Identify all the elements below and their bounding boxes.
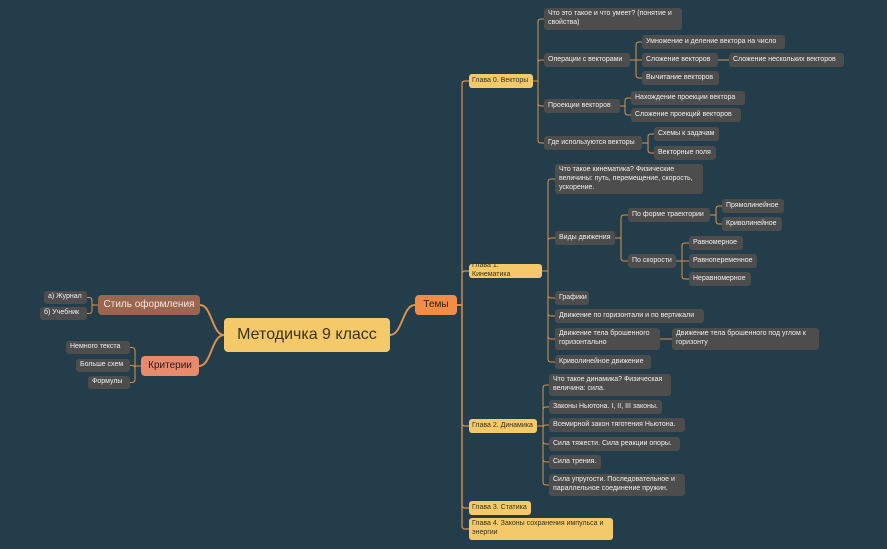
connector (642, 133, 654, 144)
kinematics-nonuniform[interactable]: Неравномерное (689, 272, 751, 286)
dynamics-item-2[interactable]: Всемирной закон тяготения Ньютона. (549, 418, 685, 432)
kinematics-thrown-angle[interactable]: Движение тела брошенного под углом к гор… (672, 328, 819, 350)
connector (130, 347, 141, 367)
connector (537, 406, 549, 427)
vectors-op-subtract[interactable]: Вычитание векторов (642, 71, 719, 85)
criteria-item-text[interactable]: Немного текста (66, 341, 130, 354)
kinematics-curved[interactable]: Криволинейное (722, 217, 782, 231)
vectors-projections[interactable]: Проекции векторов (544, 99, 620, 113)
connector (615, 237, 628, 262)
kinematics-thrown-horizontal[interactable]: Движение тела брошенного горизонтально (555, 328, 660, 350)
connector (198, 334, 225, 367)
connector (457, 80, 469, 306)
connector (642, 142, 654, 154)
vectors-op-sum-several[interactable]: Сложение нескольких векторов (729, 53, 844, 67)
branch-temy[interactable]: Темы (415, 295, 457, 315)
connector (457, 304, 469, 509)
connector (533, 80, 544, 144)
kinematics-curvilinear[interactable]: Криволинейное движение (555, 355, 651, 369)
kinematics-horiz-vert[interactable]: Движение по горизонтали и по вертикали (555, 309, 704, 323)
connector (676, 242, 689, 262)
connector (710, 205, 722, 216)
connector (87, 297, 98, 306)
chapter-3[interactable]: Глава 3. Статика (469, 501, 531, 515)
connector (199, 304, 225, 336)
vectors-usage[interactable]: Где используются векторы (544, 136, 642, 150)
vectors-op-multiply[interactable]: Умножение и деление вектора на число (642, 35, 785, 49)
connector (457, 304, 469, 530)
kinematics-graphs[interactable]: Графики (555, 291, 589, 305)
vectors-usage-fields[interactable]: Векторные поля (654, 146, 716, 160)
connector (87, 304, 98, 314)
vectors-operations[interactable]: Операции с векторами (544, 53, 630, 67)
dynamics-item-0[interactable]: Что такое динамика? Физическая величина:… (549, 374, 671, 396)
criteria-item-formulas[interactable]: Формулы (88, 376, 130, 389)
criteria-item-schemes[interactable]: Больше схем (76, 359, 130, 372)
root-topic[interactable]: Методичка 9 класс (224, 318, 390, 352)
connector (710, 214, 722, 225)
vectors-op-sum[interactable]: Сложение векторов (642, 53, 718, 67)
chapter-0[interactable]: Глава 0. Векторы (469, 74, 533, 88)
dynamics-item-5[interactable]: Сила упругости. Последовательное и парал… (549, 474, 685, 496)
connector (537, 425, 549, 486)
kinematics-straight[interactable]: Прямолинейное (722, 199, 784, 213)
chapter-4[interactable]: Глава 4. Законы сохранения импульса и эн… (469, 518, 613, 540)
branch-style[interactable]: Стиль оформления (98, 295, 200, 315)
vectors-proj-sum[interactable]: Сложение проекций векторов (631, 108, 741, 122)
kinematics-types[interactable]: Виды движения (555, 231, 615, 245)
dynamics-item-3[interactable]: Сила тяжести. Сила реакции опоры. (549, 437, 680, 451)
connector (130, 365, 141, 383)
connector (537, 384, 549, 427)
connector (542, 270, 555, 363)
connector (620, 97, 631, 107)
chapter-1[interactable]: Глава 1. Кинематика (469, 262, 542, 278)
connector (457, 304, 469, 427)
connector (389, 304, 416, 336)
style-item-textbook[interactable]: б) Учебник (40, 307, 87, 320)
style-item-journal[interactable]: а) Журнал (44, 291, 87, 304)
branch-criteria[interactable]: Критерии (141, 356, 199, 376)
connector (533, 18, 544, 82)
connector (542, 237, 555, 272)
vectors-usage-schemes[interactable]: Схемы к задачам (654, 127, 719, 141)
connector (615, 214, 628, 239)
kinematics-by-speed[interactable]: По скорости (628, 254, 676, 268)
kinematics-variable[interactable]: Равнопеременное (689, 254, 757, 268)
dynamics-item-4[interactable]: Сила трения. (549, 455, 601, 469)
chapter-2[interactable]: Глава 2. Динамика (469, 419, 537, 433)
connector (542, 178, 555, 272)
kinematics-uniform[interactable]: Равномерное (689, 236, 743, 250)
kinematics-what[interactable]: Что такое кинематика? Физические величин… (555, 164, 703, 194)
connector (630, 41, 642, 61)
connector (630, 59, 642, 79)
vectors-proj-find[interactable]: Нахождение проекции вектора (631, 91, 745, 105)
connector (457, 270, 469, 306)
connector (620, 105, 631, 116)
kinematics-by-trajectory[interactable]: По форме траектории (628, 208, 710, 222)
vectors-what[interactable]: Что это такое и что умеет? (понятие и св… (544, 8, 682, 30)
dynamics-item-1[interactable]: Законы Ньютона. I, II, III законы. (549, 400, 662, 414)
connector (676, 260, 689, 280)
connector (533, 59, 544, 82)
